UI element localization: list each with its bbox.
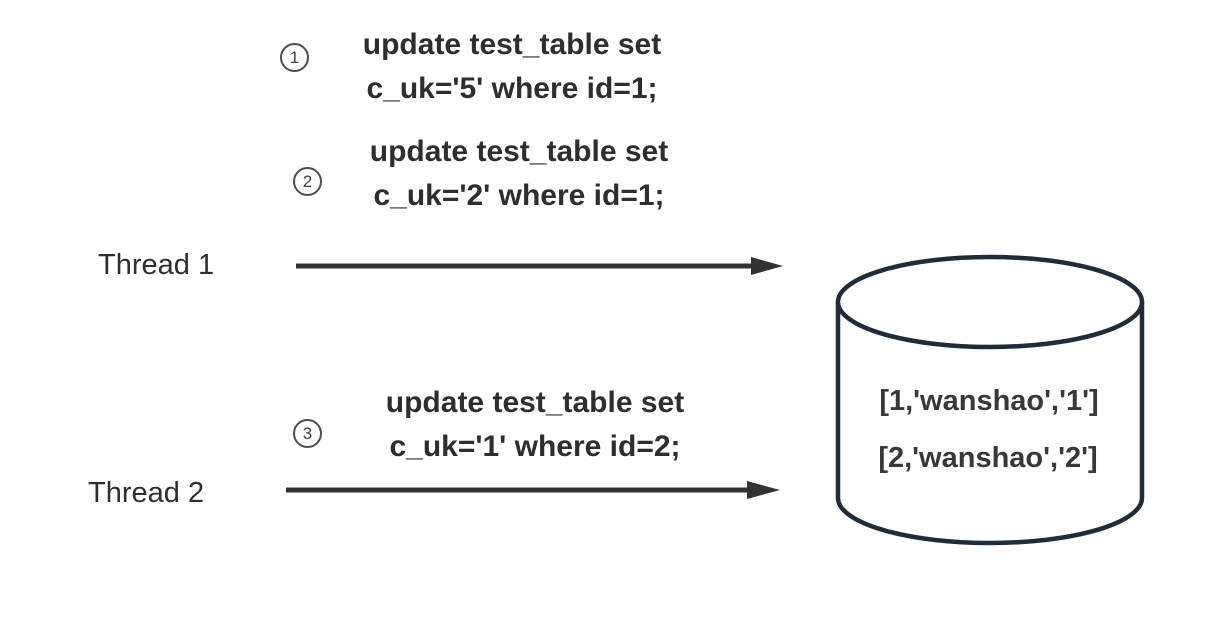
sql-statement-2-line-2: c_uk='2' where id=1; — [373, 179, 665, 212]
db-row-2: [2,'wanshao','2'] — [878, 442, 1098, 474]
thread1-arrow — [296, 257, 783, 275]
sql-statement-1-line-2: c_uk='5' where id=1; — [366, 72, 658, 105]
db-row-1: [1,'wanshao','1'] — [879, 385, 1099, 417]
sql-statement-2-line-1: update test_table set — [369, 135, 669, 168]
thread2-label: Thread 2 — [88, 477, 205, 509]
thread1-label: Thread 1 — [98, 249, 215, 281]
sql-statement-1-line-1: update test_table set — [362, 28, 662, 61]
thread2-arrow — [286, 481, 780, 499]
sql-statement-1: update test_table set c_uk='5' where id=… — [312, 23, 712, 111]
sql-statement-3-line-2: c_uk='1' where id=2; — [389, 430, 681, 463]
step-marker-1: 1 — [280, 43, 309, 72]
step-marker-3: 3 — [293, 419, 322, 448]
step-marker-2: 2 — [293, 167, 322, 196]
sql-statement-3-line-1: update test_table set — [385, 386, 685, 419]
sql-statement-2: update test_table set c_uk='2' where id=… — [319, 130, 719, 218]
database-cylinder-icon — [835, 254, 1145, 546]
sql-statement-3: update test_table set c_uk='1' where id=… — [335, 381, 735, 469]
